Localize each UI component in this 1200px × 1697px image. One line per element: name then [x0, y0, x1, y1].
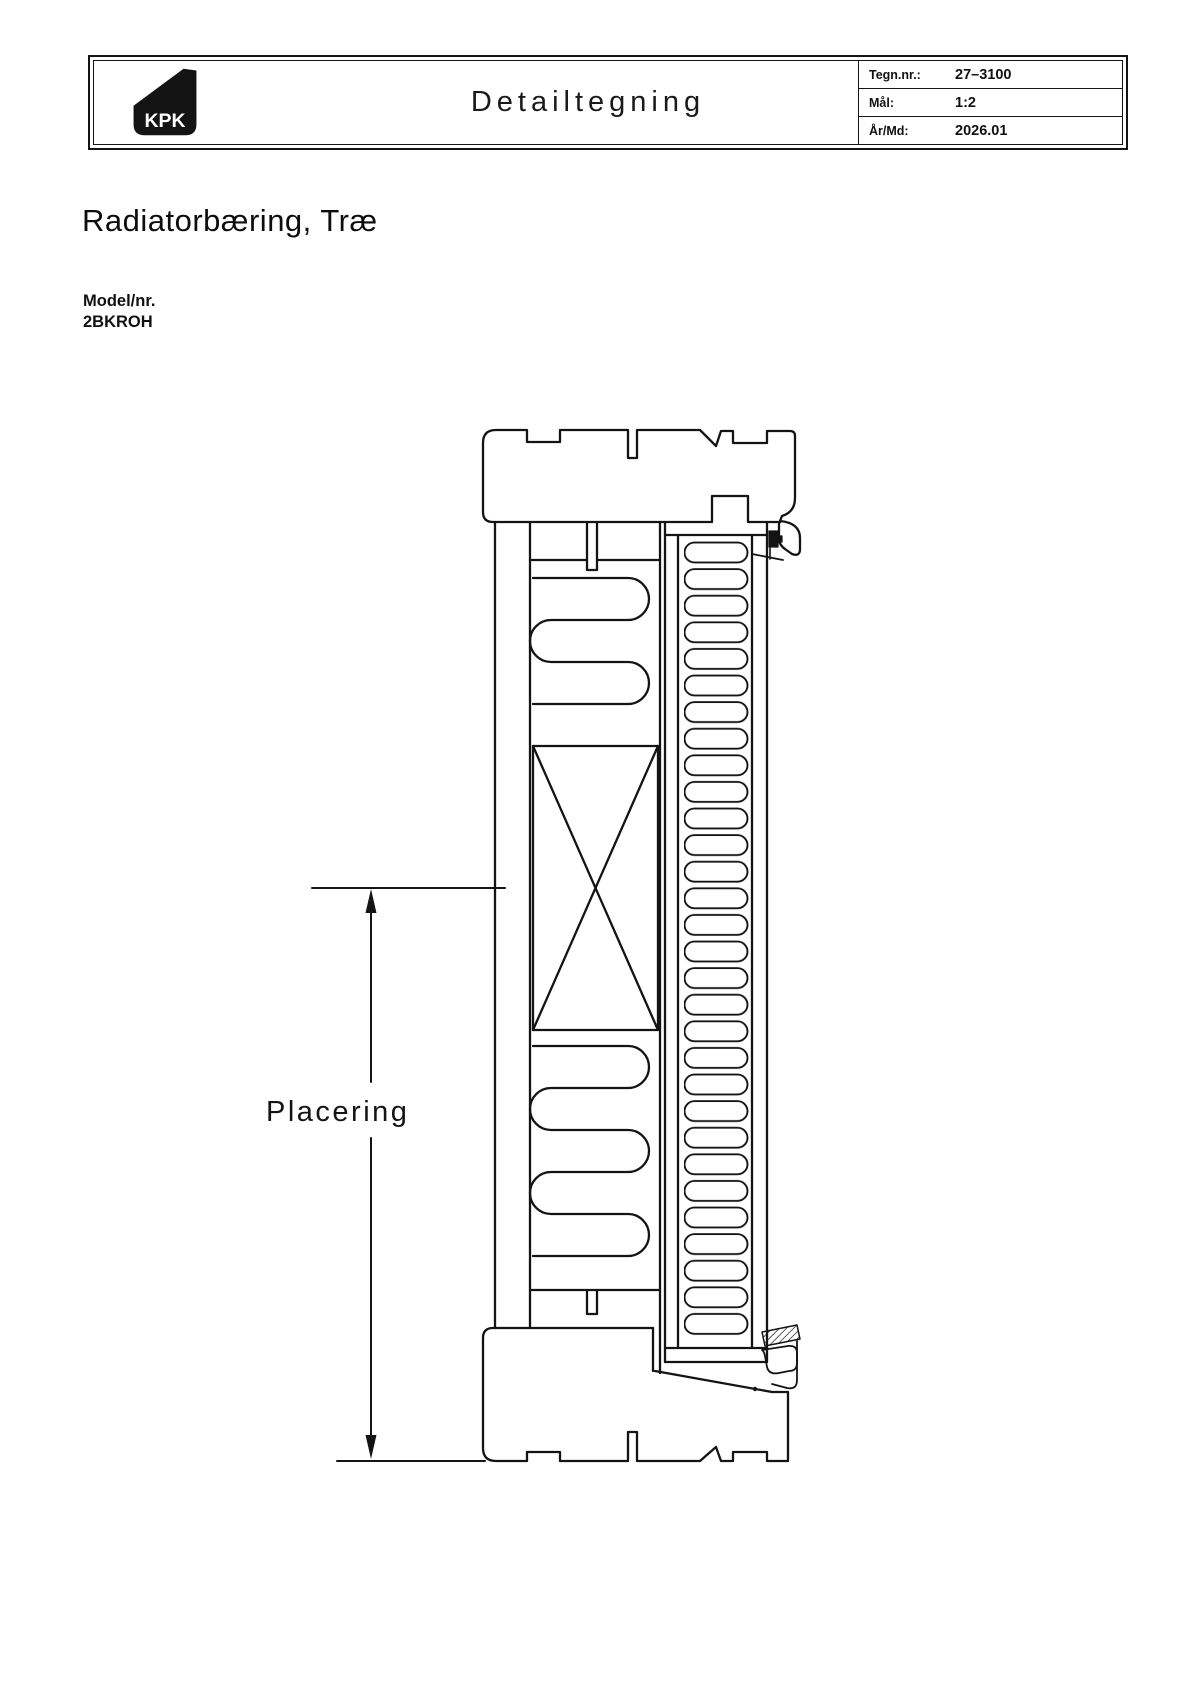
fastener-dot: [752, 1386, 758, 1392]
table-row-drawing-number: Tegn.nr.: 27–3100: [859, 61, 1122, 88]
bottom-frame-profile: [481, 1326, 790, 1463]
seal-column: [528, 520, 662, 1330]
page-title: Radiatorbæring, Træ: [82, 203, 378, 238]
table-row-scale: Mål: 1:2: [859, 88, 1122, 116]
drawing-number-value: 27–3100: [955, 66, 1012, 83]
sill-profile: [752, 1324, 801, 1392]
sill-gasket: [761, 1324, 801, 1347]
top-key-tab: [585, 520, 599, 572]
seal-serpentine-top: [528, 576, 651, 706]
date-label: År/Md:: [869, 123, 909, 138]
model-block: Model/nr. 2BKROH: [83, 291, 155, 333]
title-block-table: Tegn.nr.: 27–3100 Mål: 1:2 År/Md: 2026.0…: [858, 61, 1122, 144]
table-row-date: År/Md: 2026.01: [859, 116, 1122, 144]
model-label: Model/nr.: [83, 292, 156, 310]
frame-post: [493, 520, 532, 1330]
convector-grille: [663, 520, 769, 1364]
kpk-logo-icon: KPK: [133, 68, 197, 136]
dimension-arrow-up: [365, 889, 377, 913]
scale-label: Mål:: [869, 95, 894, 110]
kpk-logo-text: KPK: [145, 110, 186, 132]
date-value: 2026.01: [955, 122, 1008, 139]
model-number: 2BKROH: [83, 313, 153, 331]
dimension-label: Placering: [266, 1096, 409, 1128]
title-block: KPK Detailtegning Tegn.nr.: 27–3100 Mål:…: [88, 55, 1128, 150]
sill-slope: [653, 1369, 774, 1394]
seal-serpentine-bottom: [528, 1044, 651, 1258]
bottom-key-tab: [585, 1288, 599, 1316]
kpk-logo: KPK: [128, 65, 202, 139]
dimension-arrow-down: [365, 1435, 377, 1459]
document-type-title: Detailtegning: [470, 86, 706, 118]
technical-drawing: Placering: [266, 428, 802, 1463]
grille-fins: [684, 540, 750, 1338]
wood-block: [531, 744, 660, 1032]
dimension-placering: Placering: [266, 887, 506, 1462]
clip-detail: [751, 530, 784, 561]
drawing-number-label: Tegn.nr.:: [869, 67, 921, 82]
scale-value: 1:2: [955, 94, 976, 111]
title-block-inner: KPK Detailtegning Tegn.nr.: 27–3100 Mål:…: [93, 60, 1123, 145]
